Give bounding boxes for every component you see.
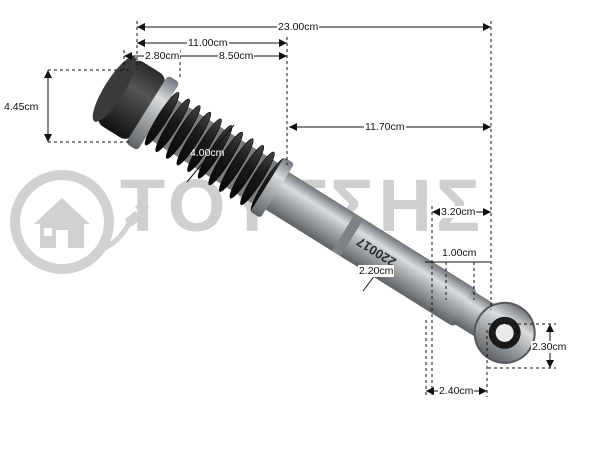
dim-cap-diameter: 4.45cm bbox=[3, 101, 40, 113]
spring-coil bbox=[208, 131, 243, 186]
dim-rod-diameter: 2.20cm bbox=[358, 265, 395, 277]
spring-coil bbox=[165, 105, 201, 159]
spring-coil bbox=[176, 111, 212, 166]
dim-rod-length: 11.70cm bbox=[364, 121, 406, 133]
dim-spring-coil: 8.50cm bbox=[218, 50, 255, 62]
spring-coil bbox=[155, 98, 190, 153]
spring-coil bbox=[144, 92, 180, 146]
spring-coil bbox=[187, 118, 222, 172]
spring-coil bbox=[229, 145, 265, 199]
dim-eye-inner: 1.00cm bbox=[441, 247, 478, 259]
spring bbox=[144, 92, 286, 212]
dim-total-length: 23.00cm bbox=[277, 21, 320, 33]
spring-coil bbox=[218, 138, 254, 192]
dimension-arrows bbox=[44, 23, 554, 395]
dim-cap-length: 2.80cm bbox=[144, 50, 181, 62]
shock-absorber: 220017 bbox=[92, 56, 536, 364]
dim-eye-width: 3.20cm bbox=[440, 206, 477, 218]
dim-spring-diameter: 4.00cm bbox=[190, 147, 225, 159]
dim-eye-height: 2.30cm bbox=[531, 341, 568, 353]
spring-coil bbox=[197, 125, 233, 179]
dim-eye-base: 2.40cm bbox=[438, 385, 475, 397]
piston-body bbox=[257, 168, 476, 326]
rubber-cap bbox=[98, 60, 165, 139]
spring-coil bbox=[240, 151, 275, 206]
dim-spring-section: 11.00cm bbox=[187, 37, 229, 49]
house-plug-icon bbox=[10, 170, 150, 274]
